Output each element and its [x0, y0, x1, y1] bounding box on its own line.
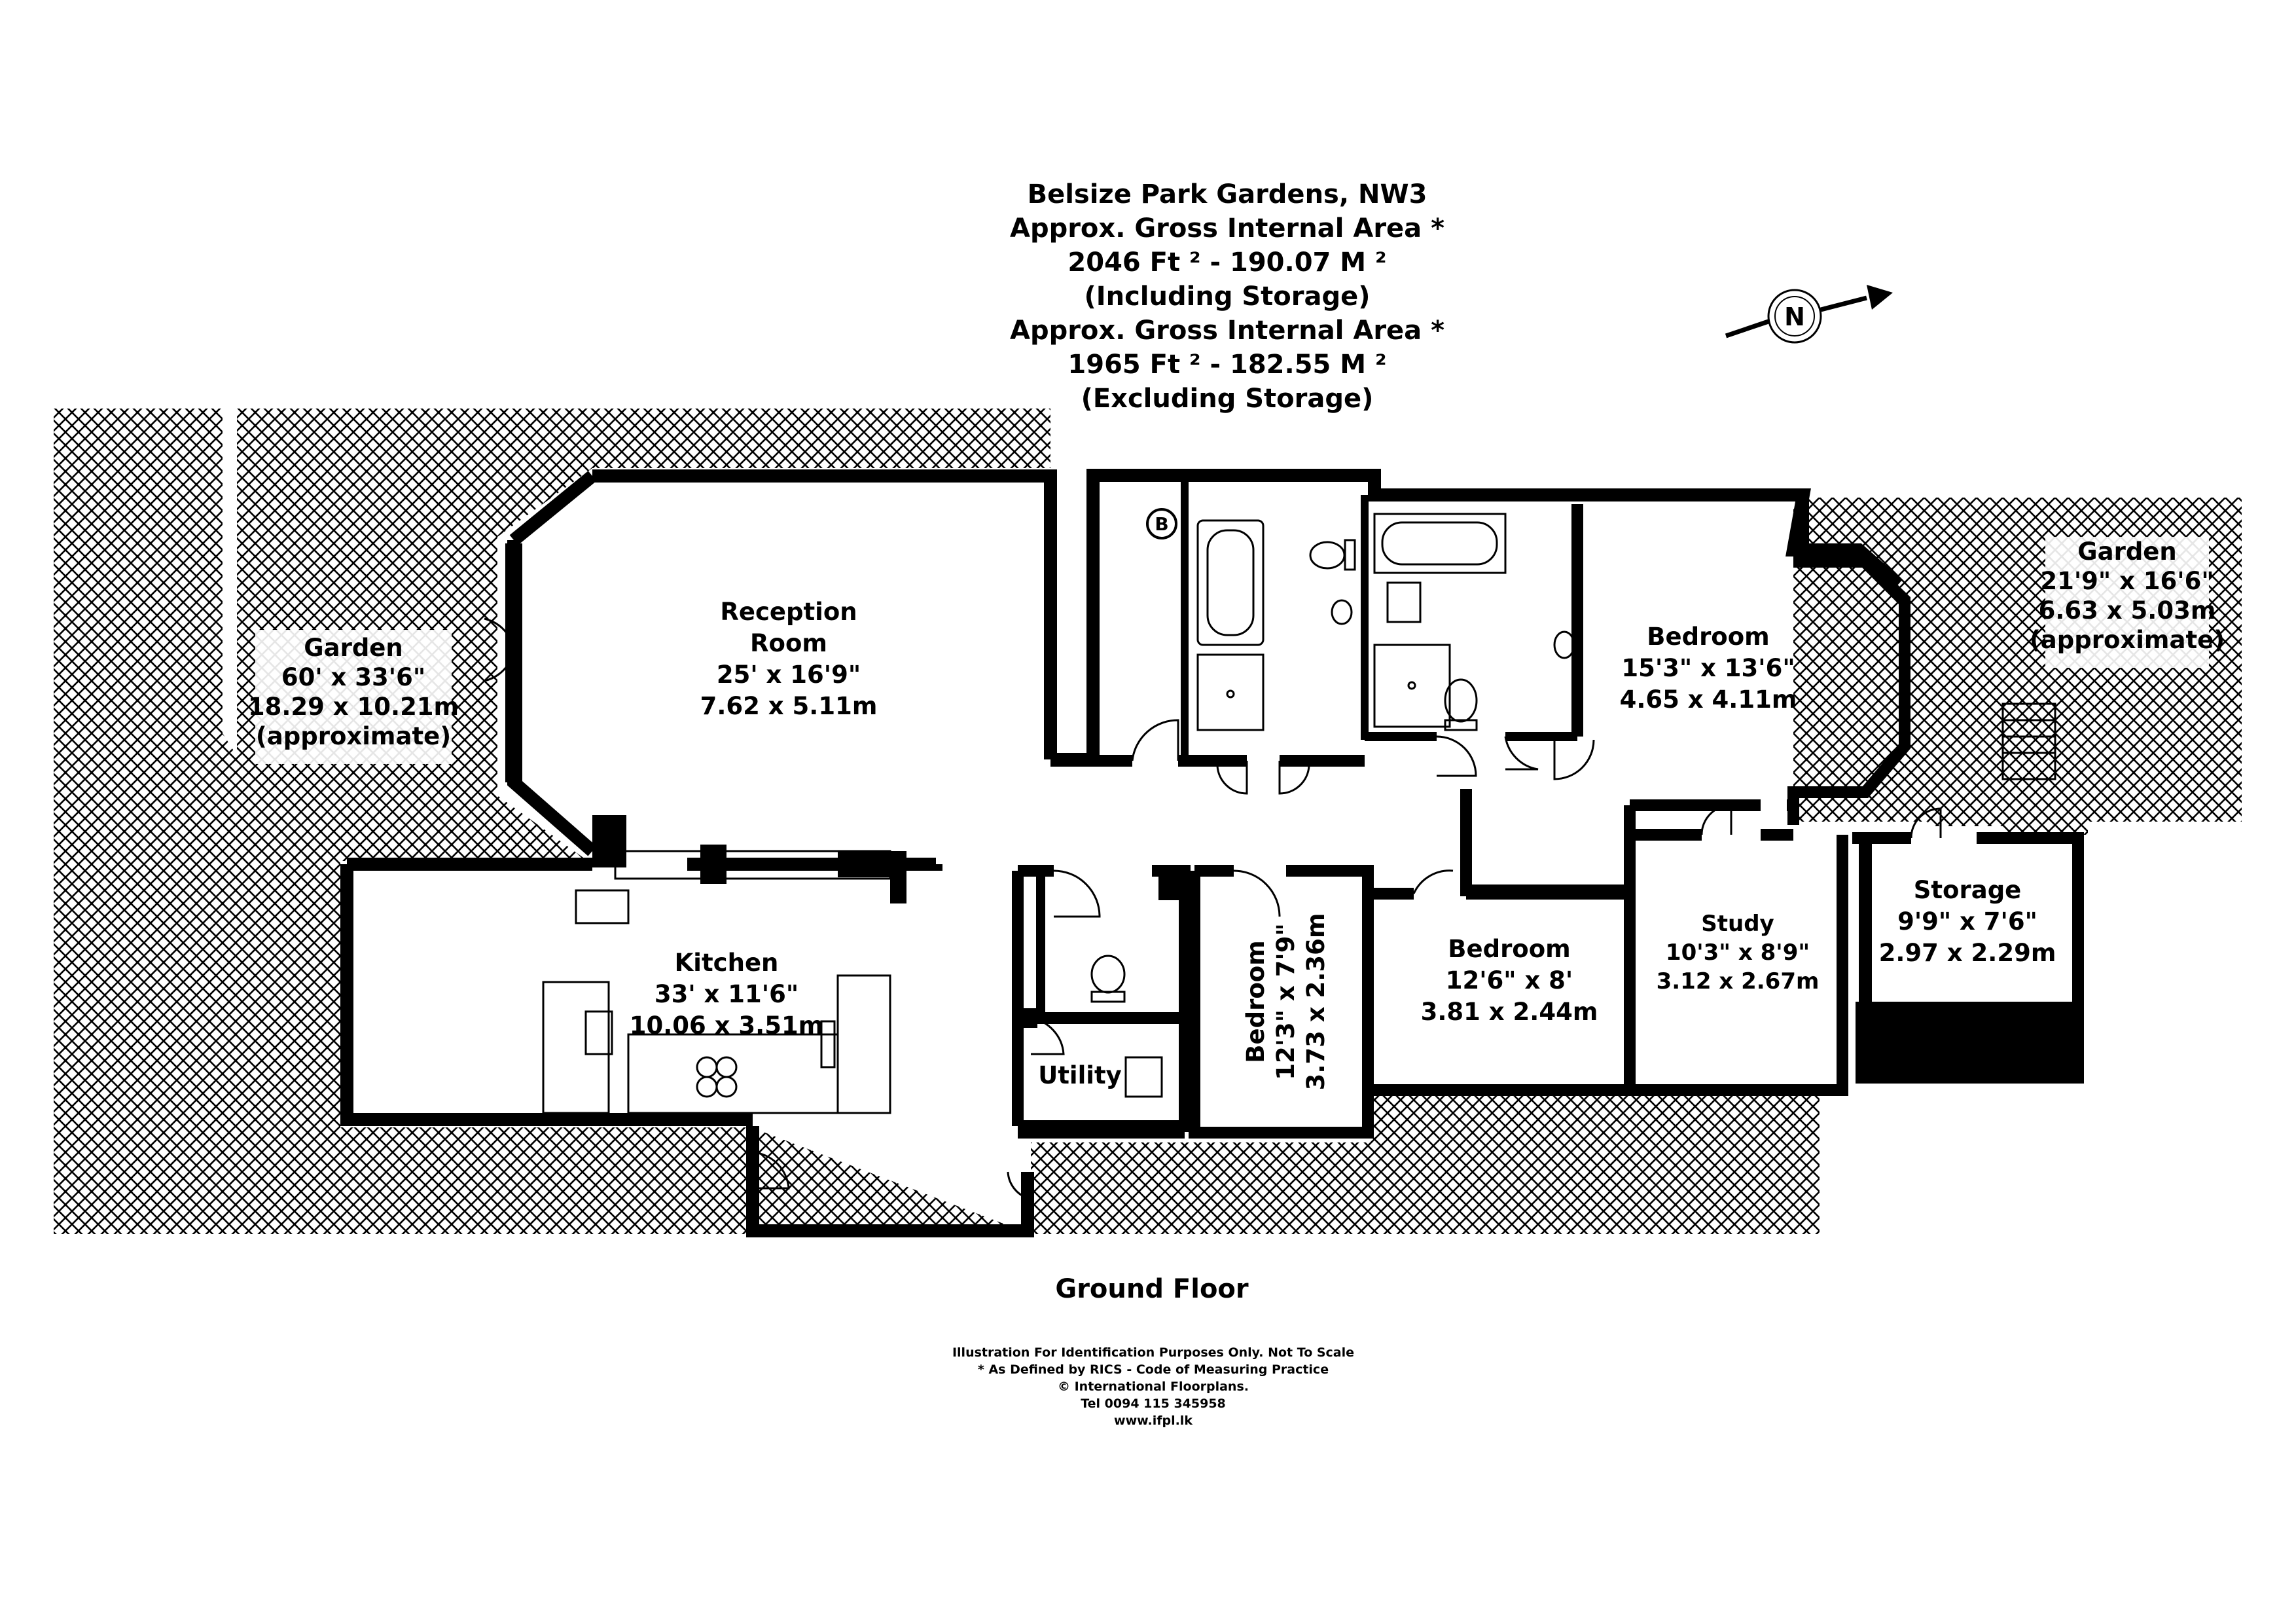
door-swings [484, 617, 1942, 1199]
bedroom-small-metric: 3.81 x 2.44m [1421, 998, 1598, 1026]
kitchen-metric: 10.06 x 3.51m [630, 1012, 824, 1040]
footer-line-5: www.ifpl.lk [1114, 1413, 1193, 1428]
title-area-label-2: Approx. Gross Internal Area * [1010, 316, 1444, 346]
garden-left-metric: 18.29 x 10.21m [248, 693, 459, 721]
kitchen-walls [340, 858, 936, 1126]
bedroom-vertical-name: Bedroom [1242, 940, 1270, 1063]
footer-notes: Illustration For Identification Purposes… [952, 1345, 1354, 1428]
bath-block-walls [1050, 469, 1903, 766]
title-area-label-1: Approx. Gross Internal Area * [1010, 213, 1444, 244]
garden-right-metric: 6.63 x 5.03m [2039, 596, 2216, 625]
study-metric: 3.12 x 2.67m [1657, 968, 1820, 994]
title-area-note-2: (Excluding Storage) [1081, 384, 1374, 414]
title-area-value-2: 1965 Ft ² - 182.55 M ² [1067, 350, 1386, 380]
garden-right-imperial: 21'9" x 16'6" [2040, 567, 2214, 595]
bedroom-bay-walls [1787, 556, 1910, 825]
bedroom-vertical-metric: 3.73 x 2.36m [1302, 913, 1330, 1091]
garden-left-imperial: 60' x 33'6" [281, 663, 425, 691]
reception-imperial: 25' x 16'9" [717, 661, 861, 689]
footer-line-2: * As Defined by RICS - Code of Measuring… [978, 1362, 1329, 1377]
label-storage: Storage 9'9" x 7'6" 2.97 x 2.29m [1879, 876, 2056, 967]
garden-left-note: (approximate) [256, 722, 451, 750]
label-kitchen: Kitchen 33' x 11'6" 10.06 x 3.51m [630, 949, 824, 1040]
wc-utility-walls [1012, 865, 1191, 1132]
title-address: Belsize Park Gardens, NW3 [1028, 179, 1427, 210]
compass-rose-icon: N [1725, 285, 1893, 344]
fixtures [542, 508, 2056, 1114]
room-labels: Reception Room 25' x 16'9" 7.62 x 5.11m … [248, 513, 2225, 1090]
footer-line-3: © International Floorplans. [1058, 1379, 1249, 1394]
walls [340, 469, 2084, 1237]
bedroom-main-name: Bedroom [1647, 623, 1769, 651]
kitchen-name: Kitchen [675, 949, 779, 977]
label-garden-right: Garden 21'9" x 16'6" 6.63 x 5.03m (appro… [2030, 537, 2225, 668]
bedroom-small-imperial: 12'6" x 8' [1446, 966, 1573, 994]
title-area-note-1: (Including Storage) [1084, 282, 1370, 312]
garden-right-name: Garden [2077, 538, 2177, 566]
study-walls [1624, 829, 1848, 1096]
label-study: Study 10'3" x 8'9" 3.12 x 2.67m [1657, 911, 1820, 994]
study-name: Study [1701, 911, 1774, 937]
garden-top-area [237, 409, 1050, 1234]
garden-bottom-area [751, 1085, 1820, 1234]
utility-name: Utility [1038, 1061, 1122, 1089]
reception-name-2: Room [750, 629, 827, 657]
title-area-value-1: 2046 Ft ² - 190.07 M ² [1067, 247, 1386, 278]
kitchen-imperial: 33' x 11'6" [655, 980, 798, 1008]
garden-right-note: (approximate) [2030, 626, 2225, 654]
floor-label: Ground Floor [1055, 1274, 1249, 1304]
label-bedroom-main: Bedroom 15'3" x 13'6" 4.65 x 4.11m [1620, 623, 1797, 714]
footer-line-4: Tel 0094 115 345958 [1081, 1396, 1226, 1411]
entrance-walls [746, 1126, 1034, 1237]
storage-metric: 2.97 x 2.29m [1879, 939, 2056, 967]
bedroom-small-name: Bedroom [1448, 935, 1570, 963]
bedroom-main-imperial: 15'3" x 13'6" [1621, 654, 1795, 682]
label-bedroom-small: Bedroom 12'6" x 8' 3.81 x 2.44m [1421, 935, 1598, 1026]
garden-left-name: Garden [304, 634, 403, 662]
label-garden-left: Garden 60' x 33'6" 18.29 x 10.21m (appro… [248, 630, 459, 764]
label-reception: Reception Room 25' x 16'9" 7.62 x 5.11m [700, 598, 878, 720]
title-block: Belsize Park Gardens, NW3 Approx. Gross … [1010, 179, 1444, 414]
bedroom-vertical-imperial: 12'3" x 7'9" [1272, 923, 1300, 1080]
garden-left-area [54, 409, 275, 1234]
storage-imperial: 9'9" x 7'6" [1897, 907, 2037, 936]
bedroom-main-metric: 4.65 x 4.11m [1620, 685, 1797, 714]
footer-line-1: Illustration For Identification Purposes… [952, 1345, 1354, 1360]
storage-name: Storage [1914, 876, 2022, 904]
study-imperial: 10'3" x 8'9" [1666, 939, 1810, 966]
boiler-label: B [1155, 513, 1168, 535]
reception-name: Reception [720, 598, 857, 626]
reception-metric: 7.62 x 5.11m [700, 692, 878, 720]
garden-hatch-areas [54, 409, 2242, 1234]
compass-letter: N [1784, 302, 1805, 331]
label-bedroom-vertical: Bedroom 12'3" x 7'9" 3.73 x 2.36m [1242, 913, 1330, 1091]
